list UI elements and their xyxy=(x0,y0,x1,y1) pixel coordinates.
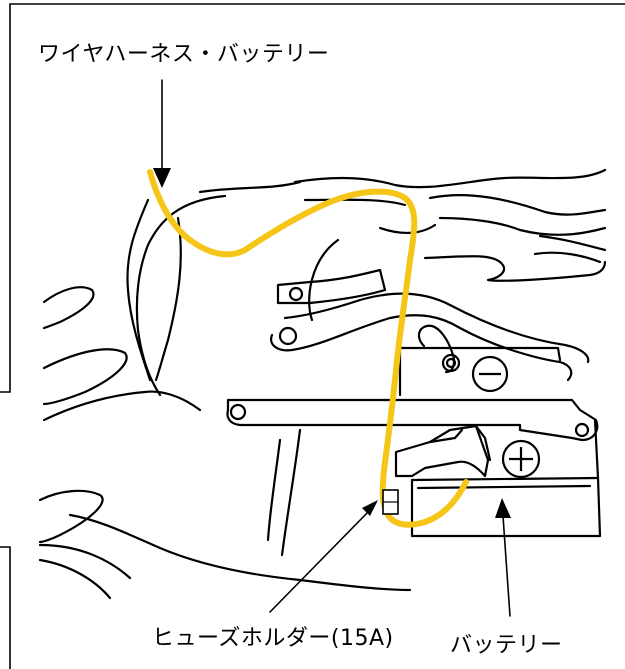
plus-circle-icon xyxy=(501,439,541,479)
harness-label: ワイヤハーネス・バッテリー xyxy=(38,42,330,67)
battery-arrow xyxy=(502,515,511,617)
page-frame xyxy=(0,3,625,669)
upper-bracket xyxy=(276,268,387,305)
fuse-arrowhead xyxy=(362,500,378,516)
negative-cable xyxy=(270,292,590,382)
fuse-holder xyxy=(382,489,399,515)
fuse-arrow xyxy=(269,507,373,613)
body-outline xyxy=(38,168,607,600)
fuse-holder-label: ヒューズホルダー(15A) xyxy=(152,626,394,651)
minus-circle-icon xyxy=(471,355,509,393)
harness-arrowhead xyxy=(153,168,171,188)
positive-terminal xyxy=(394,424,541,479)
negative-terminal xyxy=(417,324,509,393)
hold-down-bar xyxy=(226,398,599,442)
pointer-arrows xyxy=(153,79,511,617)
battery-label: バッテリー xyxy=(450,633,563,658)
battery-arrowhead xyxy=(495,498,511,518)
